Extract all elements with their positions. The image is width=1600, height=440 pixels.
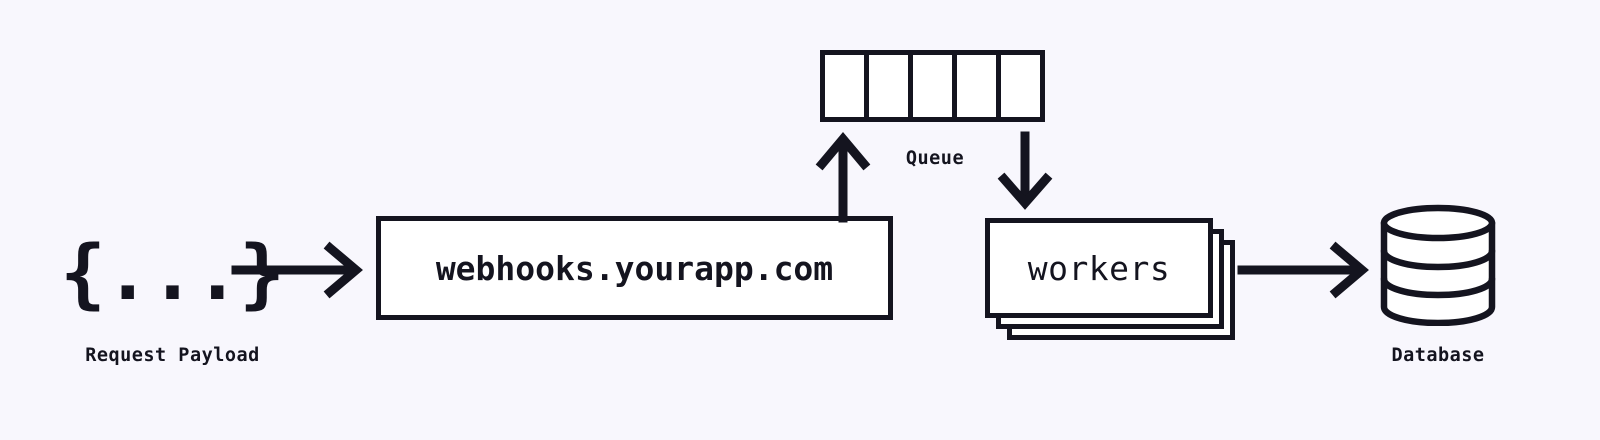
queue-cell [825,55,869,117]
queue-cell [1001,55,1040,117]
workers-label: workers [1027,248,1171,288]
webhooks-endpoint-label: webhooks.yourapp.com [435,248,834,288]
arrow-workers-to-database [1237,241,1369,299]
node-webhooks-endpoint[interactable]: webhooks.yourapp.com [376,216,893,320]
queue-cell [913,55,957,117]
queue-cell [957,55,1001,117]
arrow-webhooks-to-queue [815,132,871,223]
request-payload-caption: Request Payload [85,345,260,366]
queue-caption: Queue [905,148,965,169]
node-queue[interactable] [820,50,1045,122]
arrow-payload-to-webhooks [231,241,363,299]
arrow-queue-to-workers [997,131,1053,210]
node-workers[interactable]: workers [985,218,1235,340]
database-caption: Database [1391,345,1485,366]
queue-cells-container [820,50,1045,122]
node-database[interactable] [1380,204,1496,327]
workers-stack-layer-front[interactable]: workers [985,218,1213,318]
database-cylinder-icon [1380,204,1496,327]
queue-cell [869,55,913,117]
